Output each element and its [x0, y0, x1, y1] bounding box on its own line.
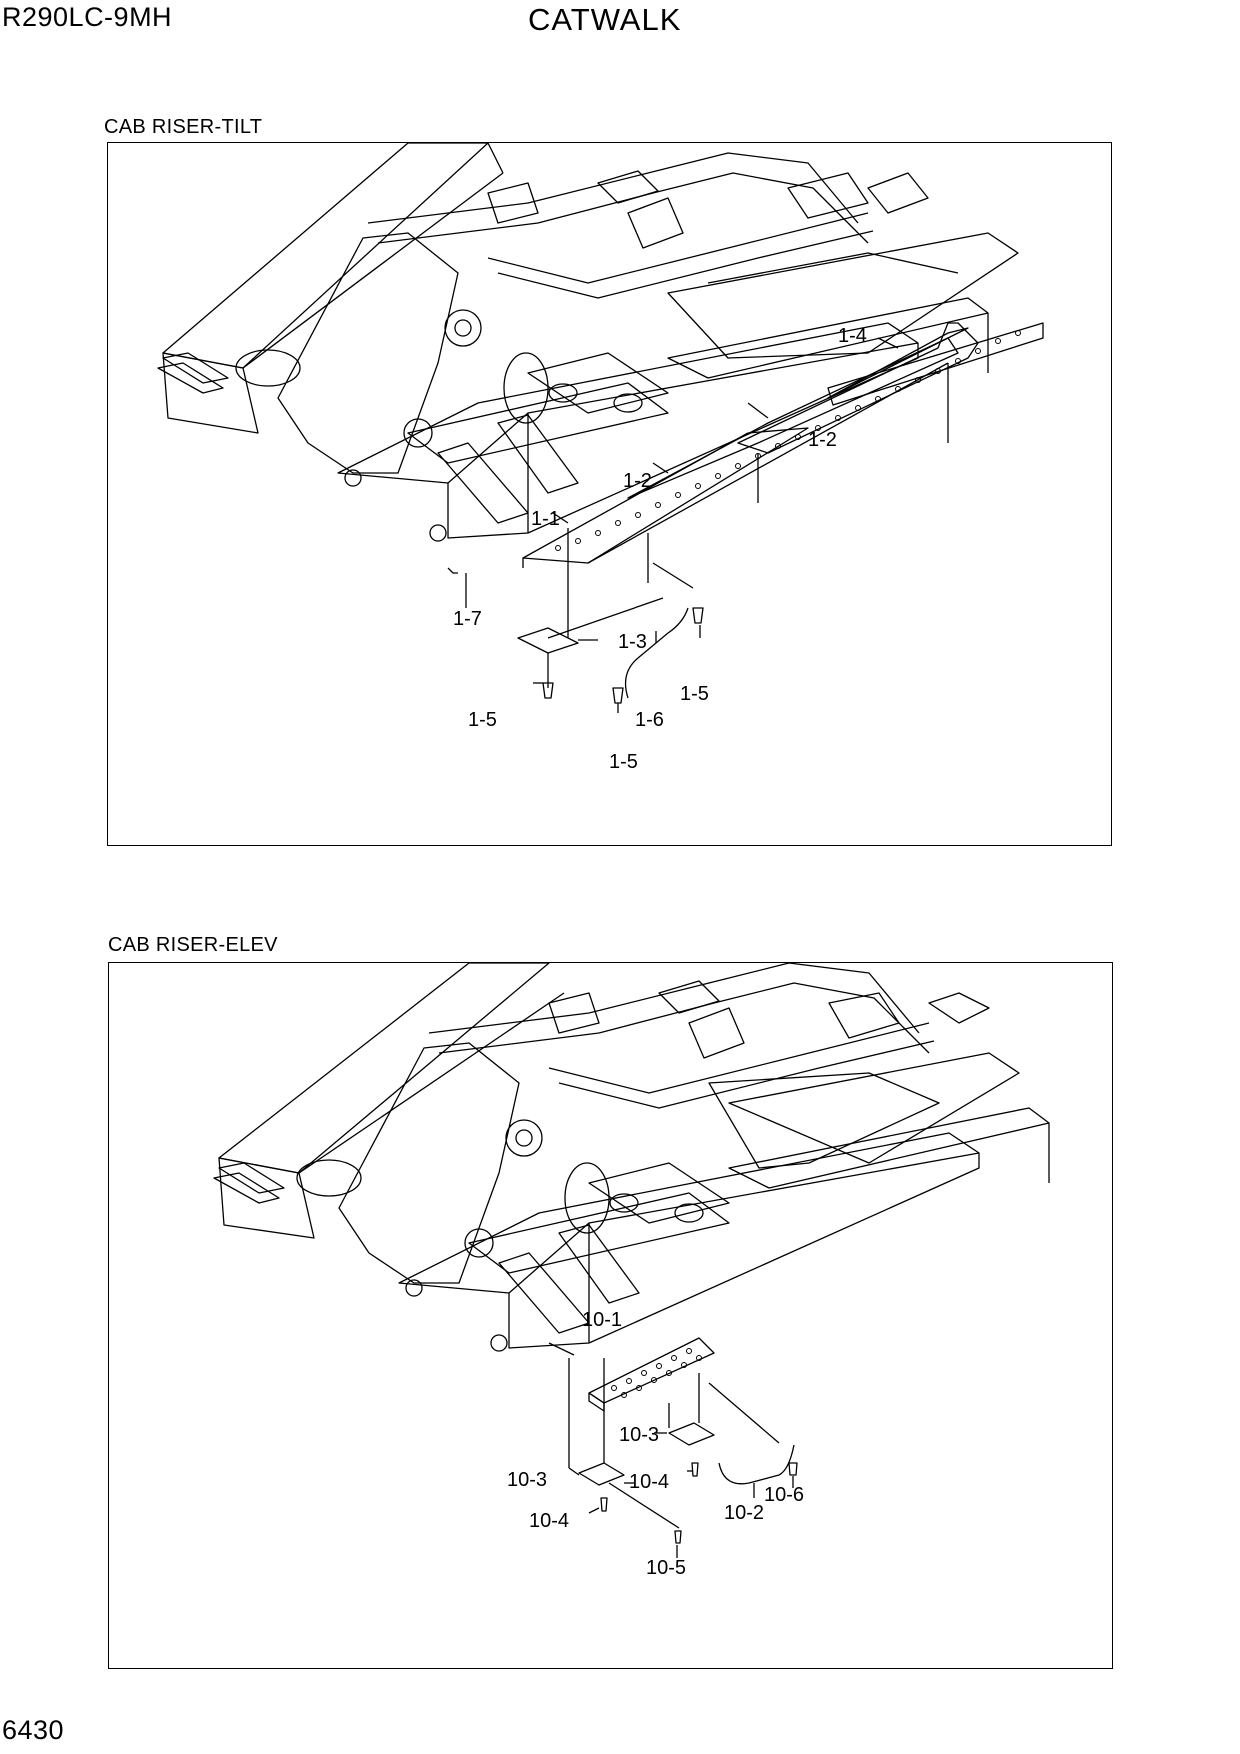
left-rail-front	[162, 352, 259, 434]
callout-10-4-left: 10-4	[529, 1510, 569, 1532]
page-number: 6430	[2, 1715, 65, 1745]
bracket-10-3-right	[668, 1422, 715, 1446]
diagram-panel-tilt: 1-1 1-2 1-2 1-3 1-4 1-5 1-5 1-5 1-5 1-6 …	[107, 142, 1112, 846]
frame-hole	[235, 349, 301, 387]
frame-drawing-tilt: 1-1 1-2 1-2 1-3 1-4 1-5 1-5 1-5 1-5 1-6 …	[157, 143, 1044, 773]
callout-10-3-right: 10-3	[619, 1424, 659, 1446]
callout-10-3-left: 10-3	[507, 1469, 547, 1491]
catwalk-plate-3	[827, 327, 969, 399]
callout-1-2-upper: 1-2	[808, 429, 837, 451]
pin-1-7	[447, 567, 458, 574]
callout-1-6: 1-6	[635, 709, 664, 731]
bolt-10-4-right	[691, 1462, 699, 1477]
callout-1-2-lower: 1-2	[623, 470, 652, 492]
callouts-elev: 10-1 10-2 10-3 10-3 10-4 10-4 10-5 10-6	[507, 1309, 804, 1579]
bolt-1-5-a	[542, 682, 554, 699]
handrail-1-6	[624, 607, 689, 699]
boom-bracket	[277, 232, 459, 474]
bolt-1-5-b	[692, 607, 704, 624]
section-label-elev: CAB RISER-ELEV	[108, 934, 278, 956]
bolt-1-5-c	[612, 687, 624, 704]
callout-10-5: 10-5	[646, 1557, 686, 1579]
catwalk-plate-1	[522, 427, 809, 564]
catwalk-plate-4	[827, 322, 1044, 406]
callout-10-6: 10-6	[764, 1484, 804, 1506]
bolt-10-6	[788, 1462, 798, 1476]
frame-drawing-elev: 10-1 10-2 10-3 10-3 10-4 10-4 10-5 10-6	[213, 963, 1050, 1579]
diagram-panel-elev: 10-1 10-2 10-3 10-3 10-4 10-4 10-5 10-6	[108, 962, 1113, 1669]
arm-cross-beam	[367, 152, 859, 224]
left-rail-top	[162, 143, 489, 369]
callout-1-1: 1-1	[531, 508, 560, 530]
support-bracket-1-3	[517, 627, 579, 654]
callout-1-5-left: 1-5	[468, 709, 497, 731]
catwalk-plate-2	[627, 337, 959, 499]
callout-1-4: 1-4	[838, 325, 867, 347]
section-label-tilt: CAB RISER-TILT	[104, 116, 263, 138]
callout-10-4-right: 10-4	[629, 1471, 669, 1493]
bracket-10-3-left	[578, 1462, 625, 1486]
callout-10-1: 10-1	[582, 1309, 622, 1331]
callout-1-3: 1-3	[618, 631, 647, 653]
callout-1-7: 1-7	[453, 608, 482, 630]
bolt-10-5	[674, 1530, 682, 1544]
handrail-10-2	[718, 1444, 795, 1485]
callout-10-2: 10-2	[724, 1502, 764, 1524]
callout-1-5-bottom: 1-5	[609, 751, 638, 773]
page-title: CATWALK	[528, 2, 682, 37]
left-step	[162, 352, 229, 384]
model-number: R290LC-9MH	[2, 2, 173, 32]
catwalk-plate-10-1	[588, 1337, 715, 1404]
callout-1-5-right: 1-5	[680, 683, 709, 705]
callouts-tilt: 1-1 1-2 1-2 1-3 1-4 1-5 1-5 1-5 1-5 1-6 …	[453, 325, 867, 773]
bolt-10-4-left	[600, 1497, 608, 1512]
